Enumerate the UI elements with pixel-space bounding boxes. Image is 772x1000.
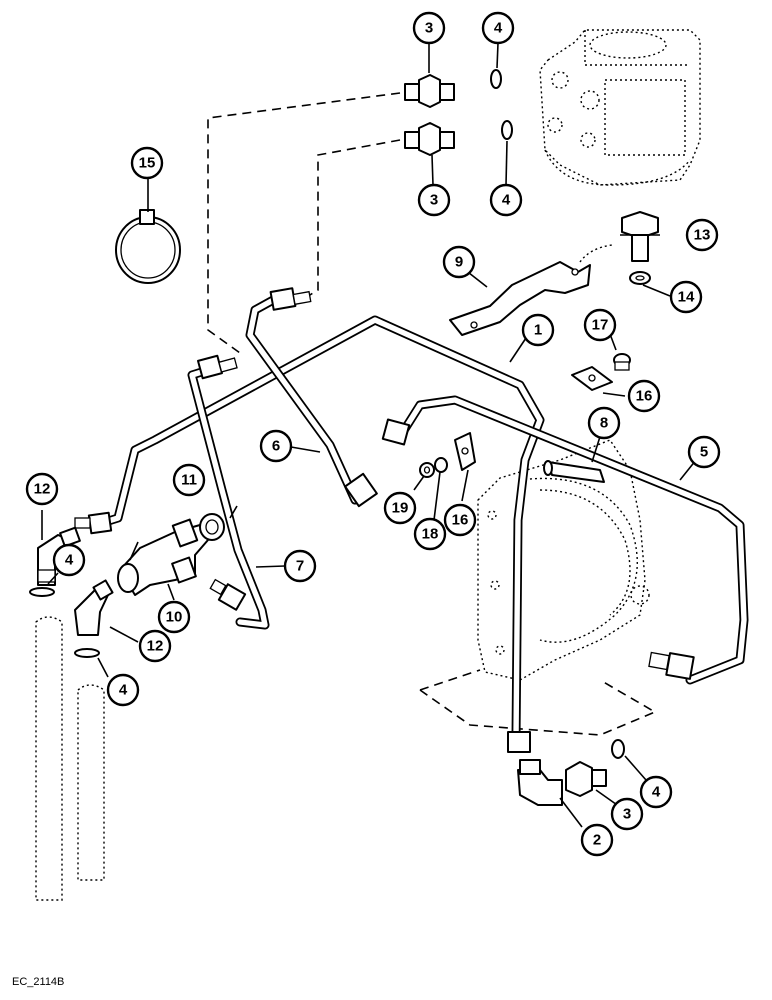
callout-3-top: 3: [412, 11, 446, 45]
bracket-9: [449, 244, 613, 336]
steering-valve: [539, 29, 701, 186]
svg-text:4: 4: [502, 192, 511, 209]
callout-5: 5: [687, 435, 721, 469]
callout-18: 18: [413, 517, 447, 551]
callout-4-top: 4: [481, 11, 515, 45]
svg-text:16: 16: [452, 512, 469, 529]
adapter-3-top: [404, 74, 455, 108]
svg-text:11: 11: [181, 472, 197, 489]
svg-text:3: 3: [623, 806, 631, 823]
callout-1: 1: [521, 313, 555, 347]
tube-nut-6-end: [344, 472, 378, 508]
svg-text:4: 4: [652, 784, 661, 801]
washer-14: [629, 271, 651, 285]
svg-text:14: 14: [678, 289, 695, 306]
callout-4-left-lower: 4: [106, 673, 140, 707]
svg-text:19: 19: [392, 500, 409, 517]
screw-17: [613, 353, 631, 371]
o-ring-4-top: [490, 69, 502, 89]
adapter-3-mid: [404, 122, 455, 156]
svg-text:18: 18: [422, 526, 439, 543]
clip-16-upper: [571, 366, 613, 391]
svg-text:7: 7: [296, 558, 304, 575]
callout-2: 2: [580, 823, 614, 857]
callout-6: 6: [259, 429, 293, 463]
svg-text:1: 1: [534, 322, 542, 339]
svg-text:12: 12: [147, 638, 164, 655]
callout-11: 11: [172, 463, 206, 497]
svg-text:4: 4: [65, 552, 74, 569]
callout-17: 17: [583, 308, 617, 342]
tube-nut-1-bottom: [507, 731, 531, 753]
svg-text:9: 9: [455, 254, 463, 271]
svg-text:4: 4: [494, 20, 503, 37]
o-ring-4-left-lower: [74, 648, 100, 658]
callout-3-bottom: 3: [610, 797, 644, 831]
tube-nut-6: [269, 287, 312, 311]
o-ring-4-bottom: [611, 739, 625, 759]
callout-12-upper: 12: [25, 472, 59, 506]
callout-16-lower: 16: [443, 503, 477, 537]
callout-15: 15: [130, 146, 164, 180]
svg-text:12: 12: [34, 481, 51, 498]
callout-12-lower: 12: [138, 629, 172, 663]
callout-14: 14: [669, 280, 703, 314]
o-ring-4-left-upper: [29, 587, 55, 597]
adapter-3-bottom: [565, 761, 607, 797]
callout-16-upper: 16: [627, 379, 661, 413]
callout-3-mid: 3: [417, 183, 451, 217]
svg-text:3: 3: [425, 20, 433, 37]
cap-11: [199, 513, 225, 541]
svg-text:13: 13: [694, 227, 711, 244]
hydraulic-pump: [419, 439, 657, 736]
nut-19: [419, 462, 435, 478]
svg-text:5: 5: [700, 444, 708, 461]
tube-5: [398, 395, 749, 685]
svg-text:8: 8: [600, 415, 608, 432]
bolt-13: [621, 211, 659, 262]
tube-6: [245, 294, 367, 505]
callout-9: 9: [442, 245, 476, 279]
svg-text:17: 17: [592, 317, 609, 334]
clip-16-lower: [454, 432, 476, 471]
tube-nut-5-end: [648, 651, 695, 680]
suction-hoses: [35, 616, 105, 901]
callout-8: 8: [587, 406, 621, 440]
callout-10: 10: [157, 600, 191, 634]
drawing-reference-code: EC_2114B: [12, 976, 65, 988]
washer-18: [434, 457, 448, 473]
svg-text:2: 2: [593, 832, 601, 849]
callout-19: 19: [383, 491, 417, 525]
callout-7: 7: [283, 549, 317, 583]
dashed-connection-lines: [207, 92, 401, 354]
o-ring-4-mid: [501, 120, 513, 140]
tube-nut-7-end: [209, 578, 247, 611]
shaft-8: [543, 460, 605, 483]
tube-7: [187, 365, 270, 630]
callout-4-bottom: 4: [639, 775, 673, 809]
tee-10: [117, 518, 209, 596]
callout-4-mid: 4: [489, 183, 523, 217]
svg-text:16: 16: [636, 388, 653, 405]
elbow-12-lower: [74, 579, 114, 636]
tube-nut-5-top: [381, 418, 411, 446]
tube-nut-1-left: [74, 511, 113, 535]
svg-text:10: 10: [166, 609, 183, 626]
leader-lines: [41, 42, 705, 828]
svg-text:15: 15: [139, 155, 156, 172]
callout-4-left-upper: 4: [52, 543, 86, 577]
svg-text:3: 3: [430, 192, 438, 209]
tube-1: [97, 315, 545, 743]
svg-text:4: 4: [119, 682, 128, 699]
callout-13: 13: [685, 218, 719, 252]
elbow-2: [517, 759, 563, 806]
tube-nut-7: [197, 354, 238, 380]
svg-text:6: 6: [272, 438, 280, 455]
clamp-15: [115, 209, 181, 284]
